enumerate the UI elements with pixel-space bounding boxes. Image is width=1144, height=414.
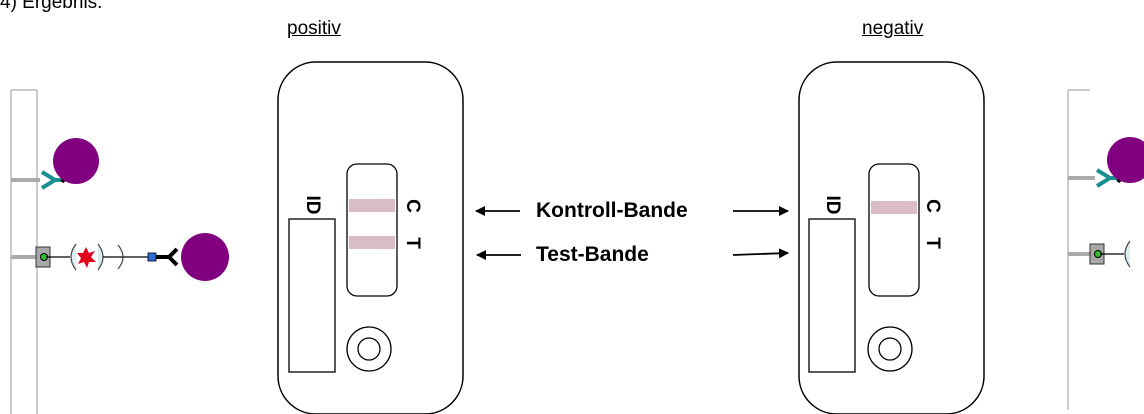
control-letter: C [402,199,423,213]
right-strip-mechanism [1067,89,1144,410]
control-letter: C [922,199,943,213]
test-letter: T [402,237,423,249]
antigen-shell-left-icon [1124,240,1131,268]
control-band [349,199,395,212]
negative-cassette: ID C T [798,61,985,414]
control-band [871,201,917,214]
negative-column-title: negativ [862,18,924,39]
epitope-burst-icon [77,247,96,268]
left-strip-mechanism [10,89,229,414]
antigen-shell-left-icon [70,243,77,271]
sample-well-inner [357,337,381,361]
result-window [346,163,398,297]
result-heading: 4) Ergebnis: [0,0,103,13]
id-label: ID [822,196,843,215]
gold-particle-icon [181,233,229,281]
result-window [868,163,920,297]
arrow-right-test [732,248,789,259]
antigen-shell-right-icon [97,243,104,271]
positive-column-title: positiv [287,18,341,39]
test-band [349,236,395,249]
positive-cassette: ID C T [277,61,464,414]
linker-square-icon [147,252,157,262]
sample-well-inner [878,337,902,361]
detector-antibody-icon [156,247,179,267]
test-letter: T [922,237,943,249]
id-field [808,218,856,373]
id-label: ID [302,196,323,215]
gold-particle-icon [53,138,99,184]
control-band-label: Kontroll-Bande [536,199,688,222]
gold-particle-icon [1107,137,1144,183]
id-field [288,218,336,373]
test-band-label: Test-Bande [536,243,649,266]
